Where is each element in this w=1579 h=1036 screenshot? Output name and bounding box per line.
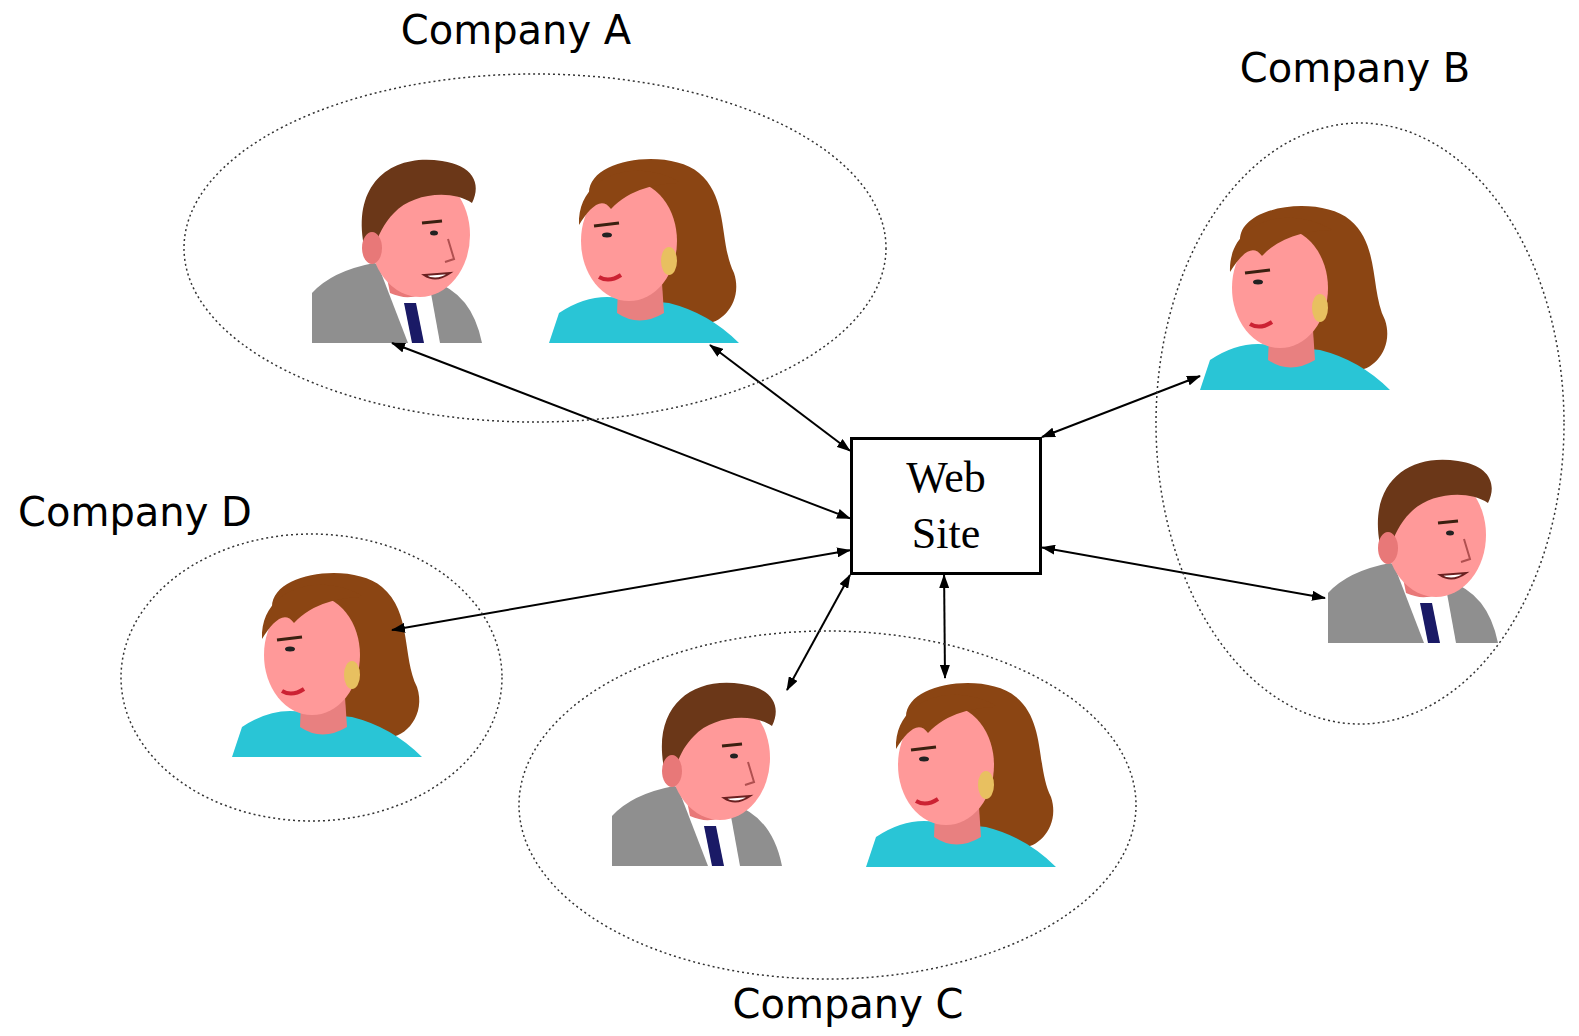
company-group: Company D — [120, 533, 503, 822]
woman-figure — [1200, 206, 1390, 390]
dotted-ellipse — [121, 534, 502, 821]
dotted-ellipse — [1156, 123, 1564, 724]
man-figure — [612, 683, 782, 866]
dotted-ellipse — [184, 74, 886, 422]
connector-arrow — [392, 550, 850, 630]
box-text: Web Site — [886, 450, 1006, 562]
connector-arrow — [1042, 376, 1200, 437]
company-label: Company B — [1240, 44, 1470, 92]
man-figure — [1328, 460, 1498, 643]
connector-arrow — [392, 343, 850, 518]
group-outline — [120, 533, 503, 822]
connector-arrow — [787, 575, 850, 690]
group-outline — [518, 630, 1137, 980]
group-outline — [1155, 122, 1565, 725]
connector-arrow — [943, 575, 946, 678]
man-figure — [312, 160, 482, 343]
woman-figure — [866, 683, 1056, 867]
woman-figure — [232, 573, 422, 757]
company-group: Company C — [518, 630, 1137, 980]
company-label: Company A — [401, 6, 631, 54]
connector-arrow — [710, 345, 850, 451]
web-site-box: Web Site — [850, 437, 1042, 575]
dotted-ellipse — [519, 631, 1136, 979]
group-outline — [183, 73, 887, 423]
company-label: Company D — [18, 488, 252, 536]
company-group: Company B — [1155, 122, 1565, 725]
woman-figure — [549, 159, 739, 343]
company-group: Company A — [183, 73, 887, 423]
company-label: Company C — [733, 980, 964, 1028]
